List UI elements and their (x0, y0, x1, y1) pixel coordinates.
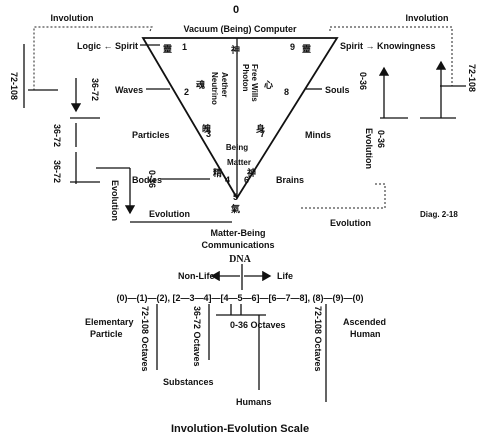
octaves-72-108-left: 72-108 Octaves (140, 306, 150, 372)
ascended-label: Ascended (343, 317, 386, 327)
range-0-36-right-a: 0-36 (358, 72, 368, 90)
free-wills-label: Free Wills (250, 64, 259, 102)
range-0-36-right-b: 0-36 (376, 130, 386, 148)
char-8: 心 (264, 80, 273, 90)
char-top-center: 神 (231, 44, 240, 55)
char-7: 身 (256, 123, 265, 134)
matter-label: Matter (227, 158, 251, 167)
involution-triangle (141, 37, 339, 200)
brains-label: Brains (276, 175, 304, 185)
num-5: 5 (233, 192, 238, 202)
being-label: Being (226, 143, 248, 152)
range-72-108-left: 72-108 (9, 72, 19, 100)
logic-spirit-label: Logic ← Spirit (77, 41, 138, 51)
involution-loop-right (329, 26, 453, 86)
char-1: 靈 (163, 43, 172, 54)
evolution-loop-right (300, 183, 386, 209)
octaves-0-36: 0-36 Octaves (230, 320, 286, 330)
dna-label: DNA (229, 254, 251, 265)
matter-being-label: Matter-Being (210, 228, 265, 238)
diagram-number: Diag. 2-18 (420, 210, 458, 219)
involution-label-right: Involution (406, 13, 449, 23)
range-0-36-left: 0-36 (147, 170, 157, 188)
num-3: 3 (206, 129, 211, 139)
bodies-label: Bodies (132, 175, 162, 185)
involution-label-left: Involution (51, 13, 94, 23)
spirit-knowingness-label: Spirit → Knowingness (340, 41, 436, 51)
num-4: 4 (225, 175, 230, 185)
particles-label: Particles (132, 130, 170, 140)
minds-label: Minds (305, 130, 331, 140)
souls-label: Souls (325, 85, 350, 95)
top-zero: 0 (233, 4, 239, 16)
evolution-label-left: Evolution (149, 209, 190, 219)
num-8: 8 (284, 87, 289, 97)
human-label: Human (350, 329, 381, 339)
communications-label: Communications (201, 240, 274, 250)
range-72-108-right: 72-108 (467, 64, 477, 92)
num-1: 1 (182, 42, 187, 52)
vacuum-computer-label: Vacuum (Being) Computer (183, 24, 297, 34)
range-36-72-a: 36-72 (90, 78, 100, 101)
evolution-vertical-left: Evolution (110, 180, 120, 221)
char-4: 精 (213, 167, 222, 178)
humans-label: Humans (236, 397, 272, 407)
range-36-72-c: 36-72 (52, 160, 62, 183)
num-6: 6 (244, 175, 249, 185)
photon-label: Photon (241, 64, 250, 92)
life-label: Life (277, 271, 293, 281)
octaves-72-108-right: 72-108 Octaves (313, 306, 323, 372)
octaves-36-72: 36-72 Octaves (192, 306, 202, 367)
evolution-vertical-right: Evolution (364, 128, 374, 169)
char-6: 神 (247, 167, 256, 178)
substances-label: Substances (163, 377, 214, 387)
evolution-label-right: Evolution (330, 218, 371, 228)
num-9: 9 (290, 42, 295, 52)
elementary-label: Elementary (85, 317, 134, 327)
range-36-72-b: 36-72 (52, 124, 62, 147)
non-life-label: Non-Life (178, 271, 215, 281)
char-9: 靈 (302, 43, 311, 54)
neutrino-label: Neutrino (210, 72, 219, 105)
num-2: 2 (184, 87, 189, 97)
char-5: 氣 (231, 203, 240, 214)
num-7: 7 (260, 129, 265, 139)
scale-row: (0)—(1)—(2), [2—3—4]—[4—5—6]—[6—7—8], (8… (116, 293, 363, 303)
diagram-caption: Involution-Evolution Scale (171, 423, 309, 435)
aether-label: Aether (220, 72, 229, 97)
char-2: 魂 (196, 79, 205, 90)
involution-loop-left (33, 26, 153, 90)
char-3: 魄 (202, 123, 211, 134)
waves-label: Waves (115, 85, 143, 95)
particle-label: Particle (90, 329, 123, 339)
